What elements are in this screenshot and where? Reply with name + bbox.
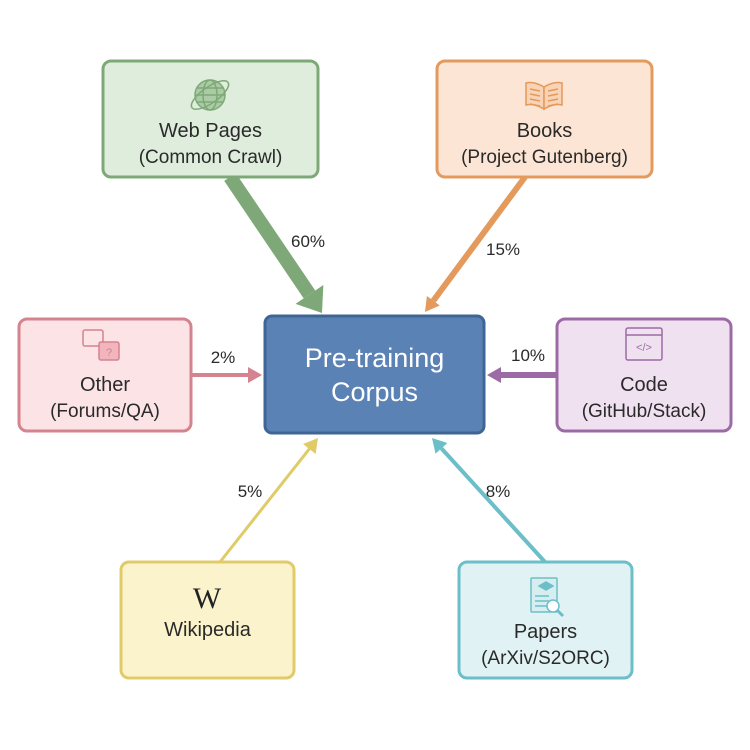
arrow-shaft xyxy=(430,175,528,303)
node-title: Other xyxy=(80,374,130,396)
arrow-head xyxy=(295,285,324,313)
center-title-line2: Corpus xyxy=(331,377,418,407)
source-node-code: </> Code (GitHub/Stack) xyxy=(555,317,733,433)
node-subtitle: (ArXiv/S2ORC) xyxy=(481,648,610,669)
node-title: Papers xyxy=(514,621,577,643)
node-box xyxy=(555,317,733,433)
chat-bubbles-icon: ? xyxy=(82,329,120,361)
code-window-icon: </> xyxy=(625,327,663,361)
node-box xyxy=(457,560,634,680)
paper-search-icon xyxy=(530,577,565,618)
source-node-wiki: W Wikipedia xyxy=(119,560,296,680)
source-node-books: Books (Project Gutenberg) xyxy=(435,59,654,179)
source-node-web: Web Pages (Common Crawl) xyxy=(101,59,320,179)
percent-label: 10% xyxy=(511,346,545,365)
percent-label: 8% xyxy=(486,482,511,501)
node-subtitle: (GitHub/Stack) xyxy=(582,401,707,422)
node-title: Web Pages xyxy=(159,120,262,142)
arrow-head xyxy=(487,367,501,383)
wikipedia-icon: W xyxy=(193,582,222,615)
book-icon xyxy=(525,81,563,111)
svg-text:?: ? xyxy=(106,347,112,359)
center-title-line1: Pre-training xyxy=(305,343,445,373)
percent-label: 5% xyxy=(238,482,263,501)
percent-label: 60% xyxy=(291,232,325,251)
node-box xyxy=(435,59,654,179)
svg-text:W: W xyxy=(193,582,222,615)
flow-wiki: 5% xyxy=(218,438,318,563)
node-subtitle: (Project Gutenberg) xyxy=(461,147,628,168)
flow-code: 10% xyxy=(487,346,557,383)
arrow-head xyxy=(432,438,448,454)
arrow-head xyxy=(248,367,262,383)
flow-web: 60% xyxy=(224,173,325,313)
node-title: Books xyxy=(517,120,573,142)
source-node-papers: Papers (ArXiv/S2ORC) xyxy=(457,560,634,680)
globe-icon xyxy=(190,79,230,111)
node-box xyxy=(119,560,296,680)
node-subtitle: (Forums/QA) xyxy=(50,401,160,422)
svg-text:</>: </> xyxy=(636,342,652,354)
node-box xyxy=(101,59,320,179)
flow-other: 2% xyxy=(191,348,262,383)
node-title: Code xyxy=(620,374,668,396)
percent-label: 2% xyxy=(211,348,236,367)
percent-label: 15% xyxy=(486,240,520,259)
node-title: Wikipedia xyxy=(164,619,252,641)
node-box xyxy=(17,317,193,433)
node-box xyxy=(263,314,486,435)
flow-books: 15% xyxy=(425,175,528,312)
arrow-shaft xyxy=(224,173,316,299)
arrow-shaft xyxy=(218,448,311,563)
arrow-shaft xyxy=(439,447,547,564)
arrow-head xyxy=(425,295,440,312)
node-subtitle: (Common Crawl) xyxy=(139,147,283,168)
flow-papers: 8% xyxy=(432,438,547,564)
source-node-other: ? Other (Forums/QA) xyxy=(17,317,193,433)
arrow-head xyxy=(303,438,318,454)
